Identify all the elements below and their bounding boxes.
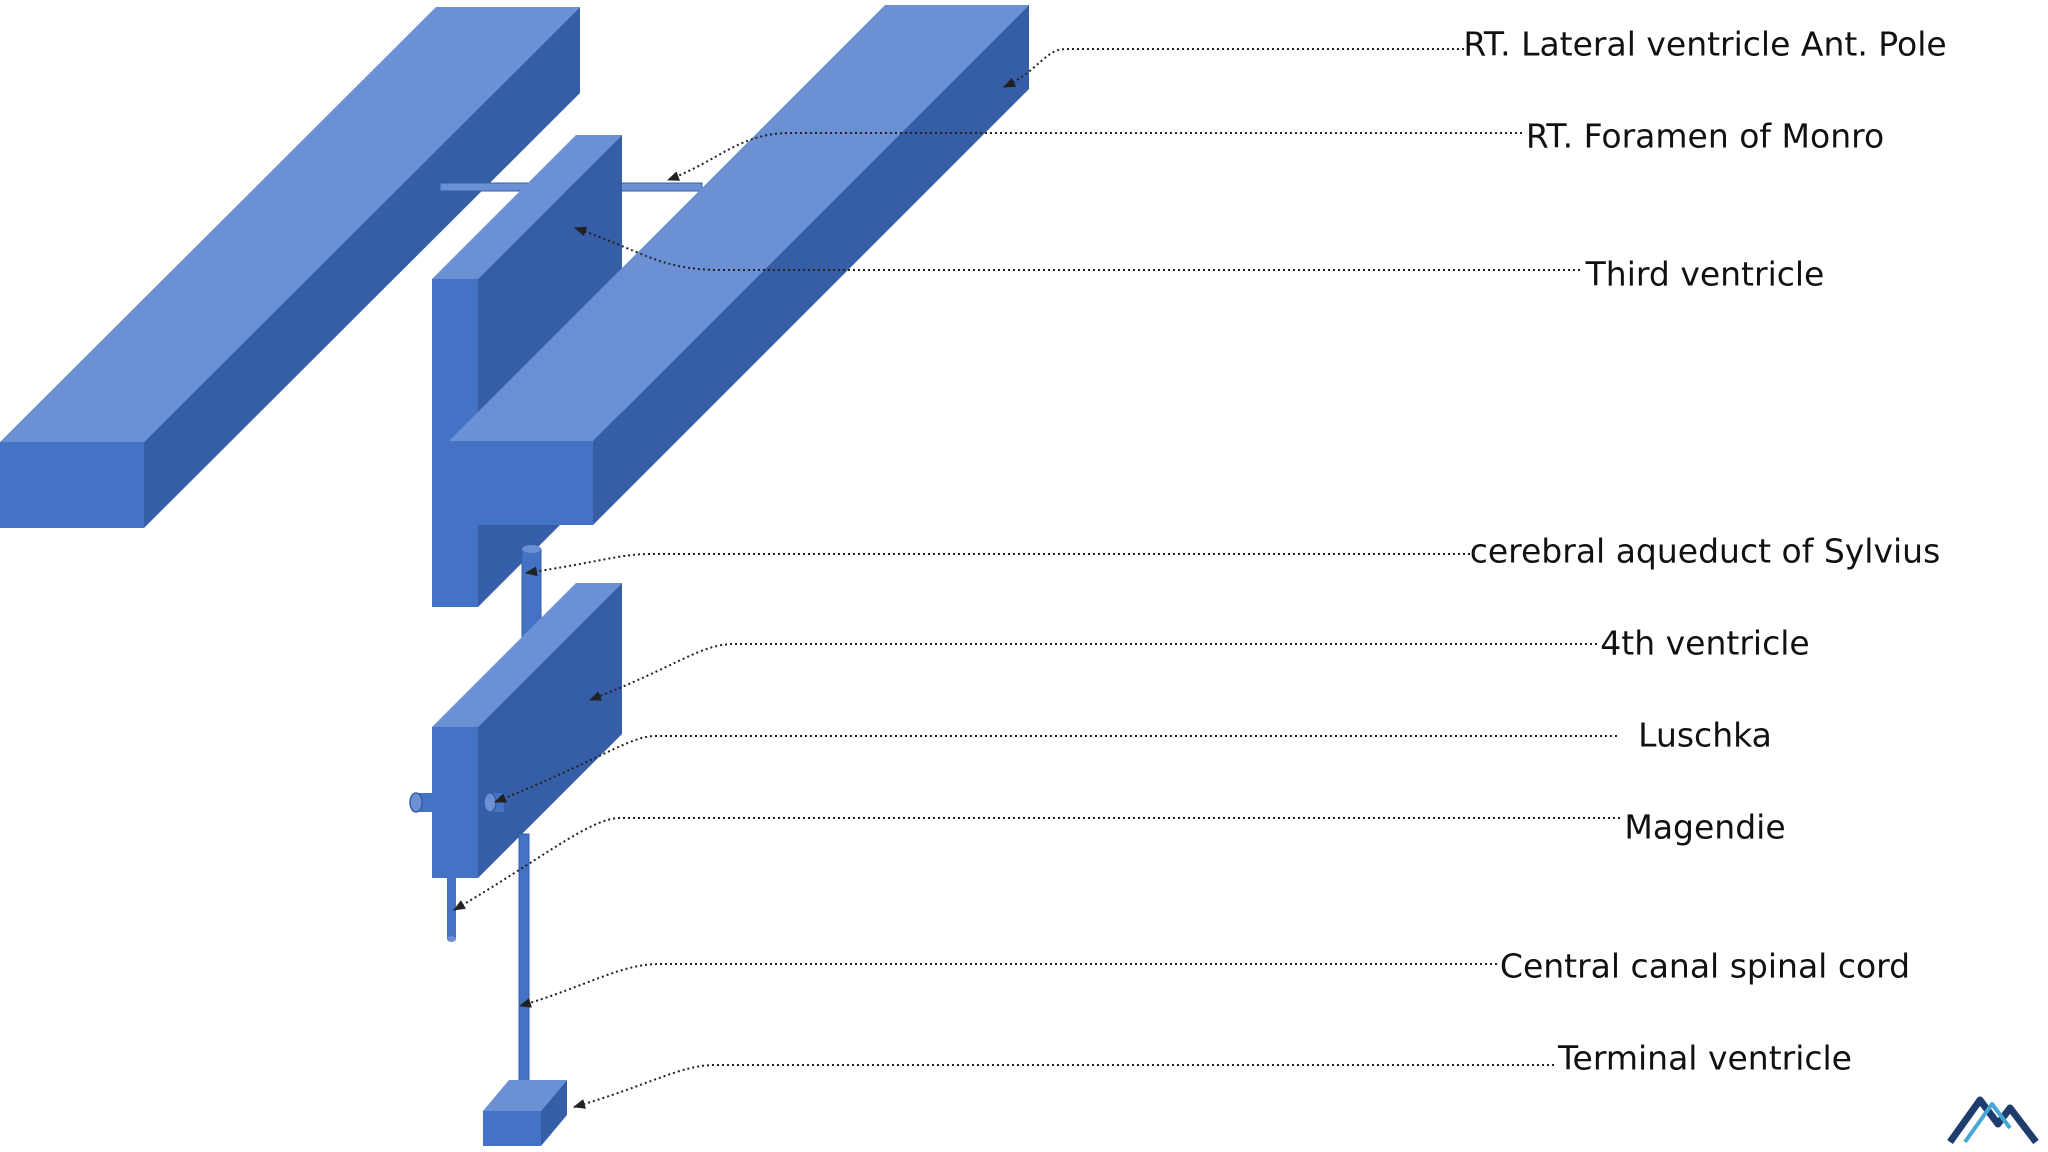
label-fourth-ventricle: 4th ventricle [1600, 623, 1810, 663]
left-lateral-ventricle [0, 7, 580, 528]
leader-lateral-pole [1003, 48, 1469, 88]
leader-terminal [573, 1064, 1554, 1109]
leader-central-canal [519, 963, 1497, 1008]
leader-magendie [453, 817, 1620, 911]
leader-aqueduct [525, 553, 1470, 577]
label-terminal-ventricle: Terminal ventricle [1558, 1038, 1852, 1078]
label-cerebral-aqueduct: cerebral aqueduct of Sylvius [1469, 531, 1941, 571]
label-magendie: Magendie [1624, 807, 1786, 847]
magendie-foramen [447, 878, 456, 942]
mountain-logo-icon [1947, 1096, 2039, 1145]
label-central-canal: Central canal spinal cord [1499, 946, 1911, 986]
leader-lines [453, 48, 1620, 1109]
central-canal [518, 833, 530, 1101]
label-third-ventricle: Third ventricle [1585, 254, 1825, 294]
fourth-ventricle [432, 583, 622, 878]
leader-luschka [494, 735, 1617, 803]
label-foramen-of-monro: RT. Foramen of Monro [1525, 116, 1885, 156]
right-lateral-ventricle [449, 5, 1029, 525]
terminal-ventricle [483, 1080, 567, 1146]
leader-fourth [589, 643, 1597, 701]
label-lateral-ventricle-ant-pole: RT. Lateral ventricle Ant. Pole [1463, 24, 1947, 64]
leader-monro [667, 132, 1522, 181]
label-luschka: Luschka [1638, 715, 1772, 755]
